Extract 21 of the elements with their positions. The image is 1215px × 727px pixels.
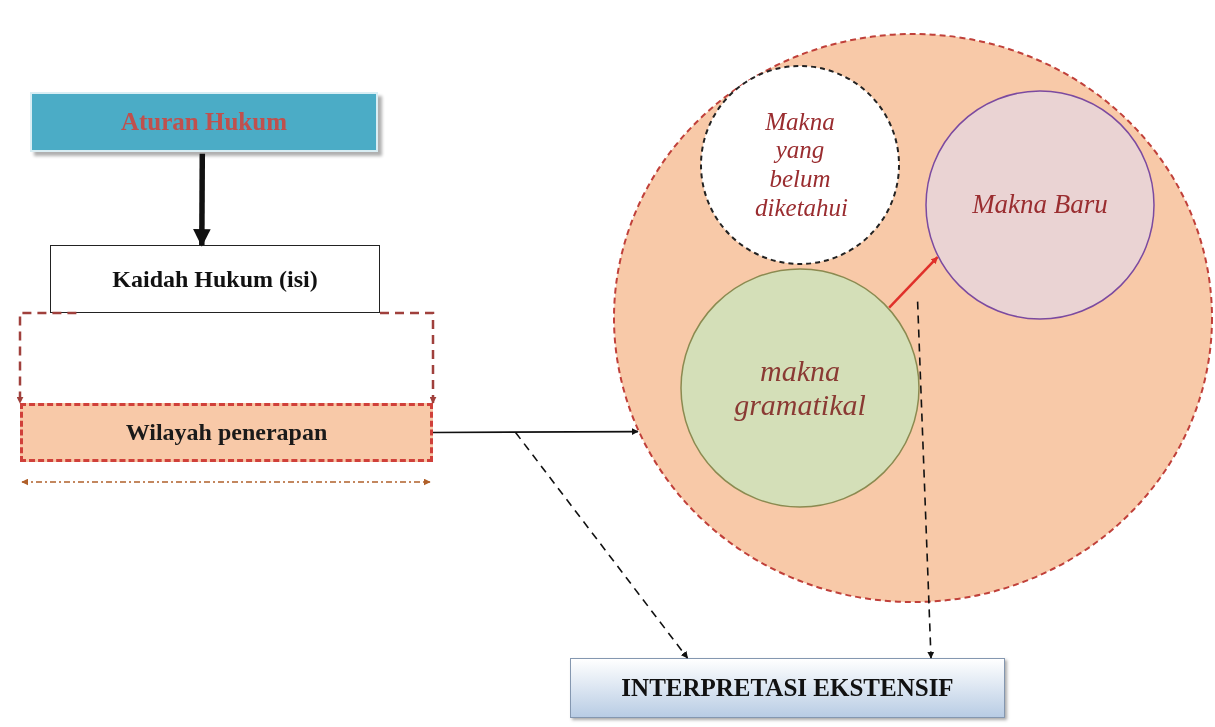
meaning-circle: [613, 33, 1213, 603]
result-box: [570, 658, 1005, 718]
grammatical-circle: [680, 268, 920, 508]
node-label: Makna yang belum diketahui: [755, 107, 845, 223]
node-label: INTERPRETASI EKSTENSIF: [621, 674, 954, 702]
node-label: Wilayah penerapan: [125, 419, 328, 446]
node-label: makna gramatikal: [733, 353, 867, 423]
node-label: Kaidah Hukum (isi): [112, 265, 318, 293]
arrow: [193, 153, 211, 247]
arrow: [432, 428, 639, 436]
new-meaning-circle: [925, 90, 1155, 320]
unknown-circle: [700, 65, 900, 265]
arrow: [16, 311, 77, 404]
scope-box: [20, 403, 433, 462]
arrow: [380, 311, 437, 404]
node-label: Aturan Hukum: [121, 108, 287, 136]
arrow: [514, 431, 689, 659]
arrow: [916, 300, 935, 659]
node-label: Makna Baru: [972, 189, 1108, 221]
title-box: [30, 92, 378, 152]
arrow: [888, 256, 939, 309]
